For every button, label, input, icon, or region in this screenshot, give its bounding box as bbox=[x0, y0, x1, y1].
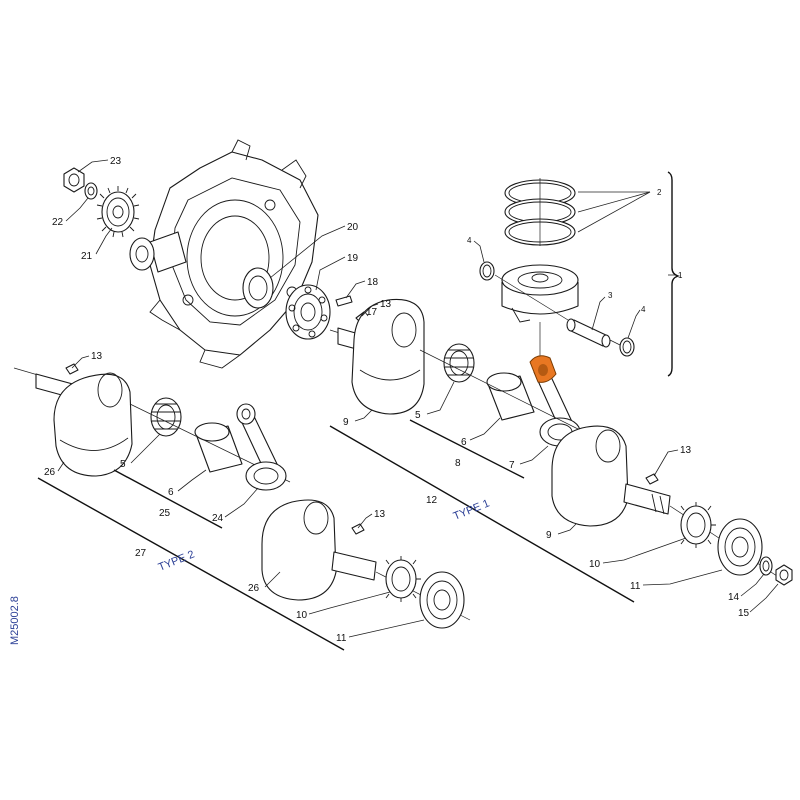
oil-seal-20 bbox=[242, 267, 274, 309]
bearing-11-type2 bbox=[419, 571, 465, 629]
drawing-code: M25002.8 bbox=[9, 596, 21, 645]
callout-24: 24 bbox=[212, 513, 224, 524]
callout-14: 14 bbox=[728, 592, 740, 603]
callout-8: 8 bbox=[455, 458, 461, 469]
callout-7: 7 bbox=[509, 460, 515, 471]
piston bbox=[501, 264, 579, 356]
callout-10-a: 10 bbox=[589, 559, 601, 570]
callout-20: 20 bbox=[347, 222, 359, 233]
key-13-type1 bbox=[645, 473, 659, 485]
callout-17: 17 bbox=[366, 307, 378, 318]
callout-13-c: 13 bbox=[91, 351, 103, 362]
callout-21: 21 bbox=[81, 251, 93, 262]
bracket-12 bbox=[329, 425, 635, 603]
circlip-4-right bbox=[619, 337, 635, 357]
crankshaft-type2-right bbox=[261, 499, 471, 621]
piston-pin-3 bbox=[566, 318, 611, 348]
dowel-18 bbox=[335, 295, 353, 307]
callout-19: 19 bbox=[347, 253, 359, 264]
type-2-label: TYPE 2 bbox=[157, 548, 197, 573]
callout-26-a: 26 bbox=[44, 467, 56, 478]
gear-10-type1 bbox=[680, 502, 716, 548]
callout-23: 23 bbox=[110, 156, 122, 167]
callout-3: 3 bbox=[608, 291, 613, 300]
crankshaft-type2-left bbox=[13, 367, 133, 477]
callout-12: 12 bbox=[426, 495, 438, 506]
callout-10-b: 10 bbox=[296, 610, 308, 621]
bearing-19 bbox=[285, 284, 331, 340]
washer-22 bbox=[84, 182, 98, 200]
callout-9-a: 9 bbox=[343, 417, 349, 428]
callout-11-a: 11 bbox=[630, 581, 641, 592]
leader-lines bbox=[57, 159, 779, 638]
callout-15: 15 bbox=[738, 608, 750, 619]
callout-22: 22 bbox=[52, 217, 64, 228]
callout-13-b: 13 bbox=[680, 445, 692, 456]
type-1-label: TYPE 1 bbox=[452, 497, 492, 522]
piston-ring-set bbox=[504, 178, 576, 246]
bracket-1 bbox=[667, 171, 681, 377]
nut-15 bbox=[775, 564, 793, 586]
cap-nut-23 bbox=[63, 167, 85, 193]
callout-26-b: 26 bbox=[248, 583, 260, 594]
callout-1: 1 bbox=[678, 271, 683, 280]
key-13-type2-upper bbox=[65, 363, 79, 375]
callout-6-a: 6 bbox=[461, 437, 467, 448]
callout-4-a: 4 bbox=[467, 236, 472, 245]
callout-11-b: 11 bbox=[336, 633, 347, 644]
crankcase-half bbox=[129, 139, 319, 369]
gear-10-type2 bbox=[385, 556, 421, 602]
callout-5-a: 5 bbox=[415, 410, 421, 421]
callout-labels: 23 22 21 20 19 18 17 13 2 4 3 4 1 5 6 9 … bbox=[44, 156, 750, 644]
callout-2: 2 bbox=[657, 188, 662, 197]
gear-21 bbox=[96, 186, 140, 238]
needle-bearing-5-type1 bbox=[443, 343, 475, 383]
callout-13-a: 13 bbox=[380, 299, 392, 310]
callout-5-b: 5 bbox=[120, 459, 126, 470]
circlip-4-left bbox=[479, 261, 495, 281]
callout-9-b: 9 bbox=[546, 530, 552, 541]
washer-14 bbox=[759, 556, 773, 576]
bracket-8 bbox=[409, 419, 525, 479]
key-13-type2-lower bbox=[351, 523, 365, 535]
needle-bearing-5-type2 bbox=[150, 397, 182, 437]
crank-pin-6-type2 bbox=[194, 422, 243, 473]
bearing-11-type1 bbox=[717, 518, 763, 576]
callout-18: 18 bbox=[367, 277, 379, 288]
callout-25: 25 bbox=[159, 508, 171, 519]
bracket-25 bbox=[113, 469, 223, 529]
callout-27: 27 bbox=[135, 548, 147, 559]
callout-13-d: 13 bbox=[374, 509, 386, 520]
crankshaft-type1-left bbox=[329, 298, 425, 415]
callout-6-b: 6 bbox=[168, 487, 174, 498]
callout-4-b: 4 bbox=[641, 305, 646, 314]
bracket-27 bbox=[37, 477, 345, 651]
connecting-rod-24 bbox=[236, 403, 287, 491]
crank-pin-6-type1 bbox=[486, 372, 535, 421]
